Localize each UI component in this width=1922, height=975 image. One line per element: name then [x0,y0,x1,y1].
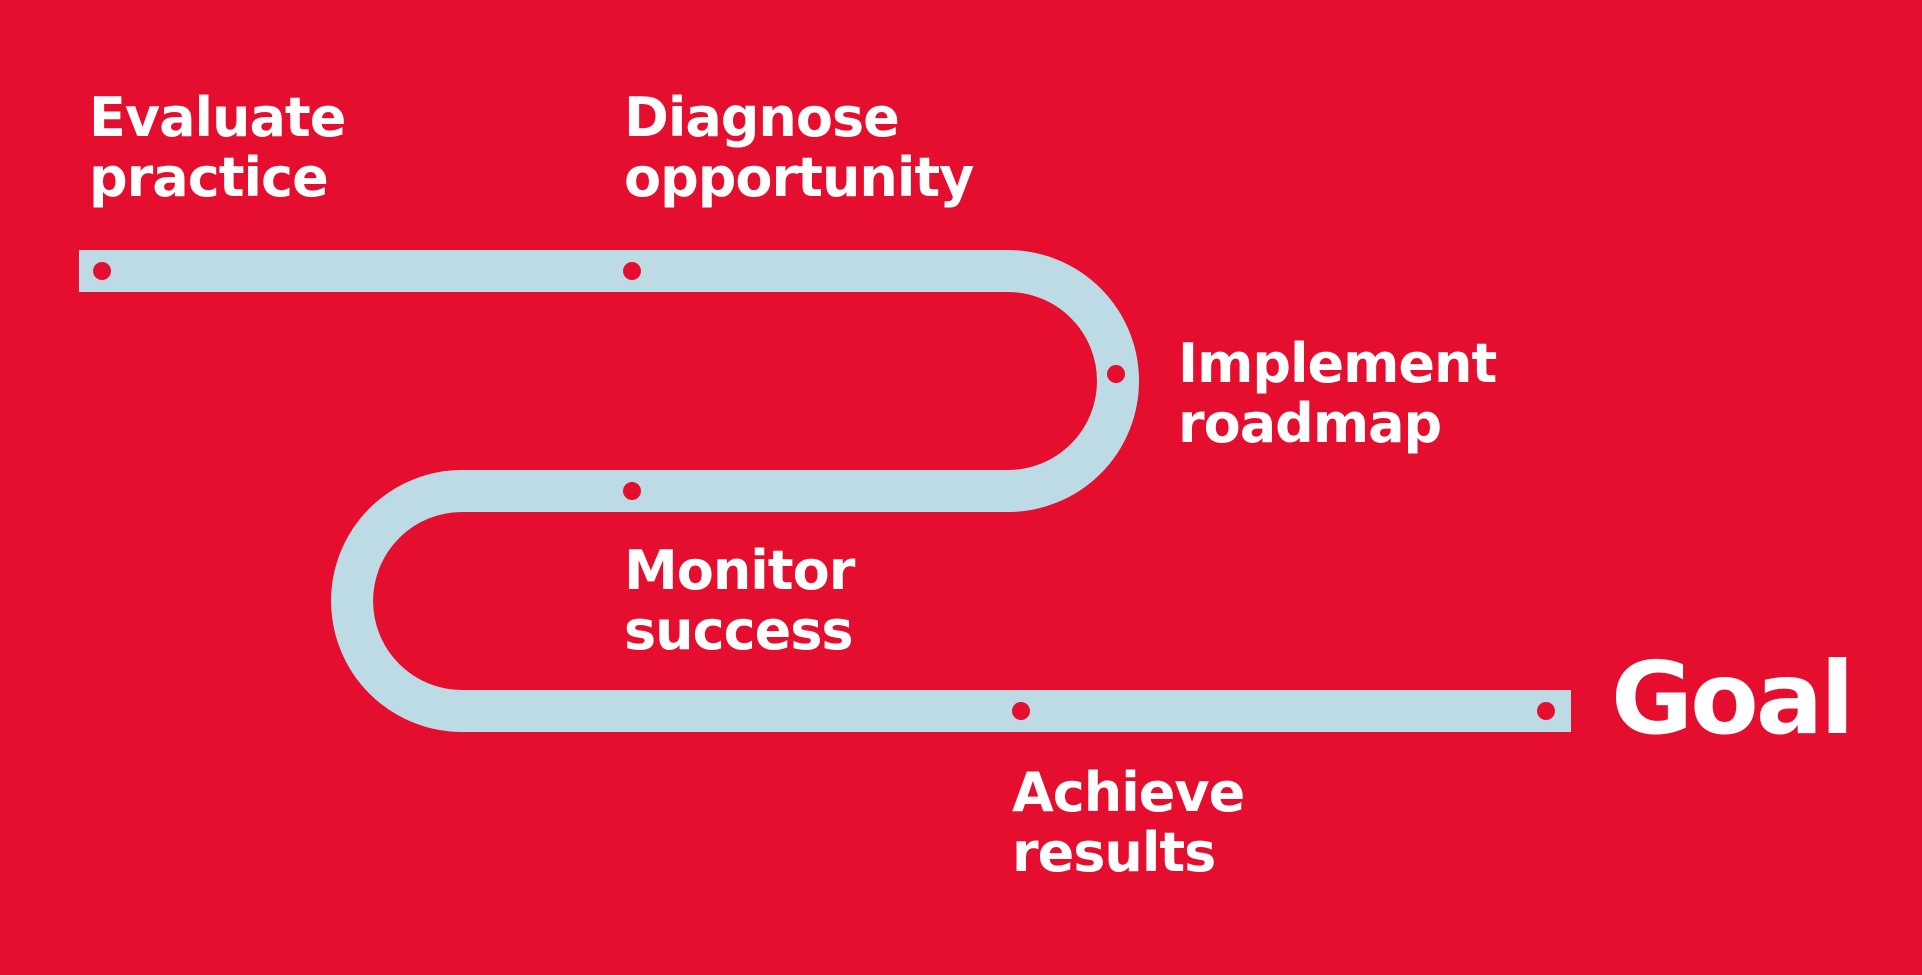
step-label-line: Diagnose [624,86,900,149]
step-label-achieve: Achieve results [1012,761,1245,884]
step-label-implement: Implement roadmap [1178,332,1497,455]
step-label-line: opportunity [624,146,974,209]
step-label-line: results [1012,821,1216,884]
step-label-line: Achieve [1012,761,1245,824]
step-marker-achieve [1012,702,1030,720]
goal-label: Goal [1611,640,1855,757]
step-label-line: success [624,599,854,662]
winding-road-path [79,250,1571,732]
step-label-line: practice [89,146,329,209]
step-label-line: Monitor [624,539,855,602]
step-marker-monitor [623,482,641,500]
step-marker-diagnose [623,262,641,280]
goal-marker [1537,702,1555,720]
step-label-diagnose: Diagnose opportunity [624,86,974,209]
step-marker-evaluate [93,262,111,280]
step-label-line: Evaluate [89,86,346,149]
step-label-line: Implement [1178,332,1497,395]
step-marker-implement [1107,365,1125,383]
step-label-evaluate: Evaluate practice [89,86,346,209]
step-label-line: roadmap [1178,392,1442,455]
step-label-monitor: Monitor success [624,539,855,662]
